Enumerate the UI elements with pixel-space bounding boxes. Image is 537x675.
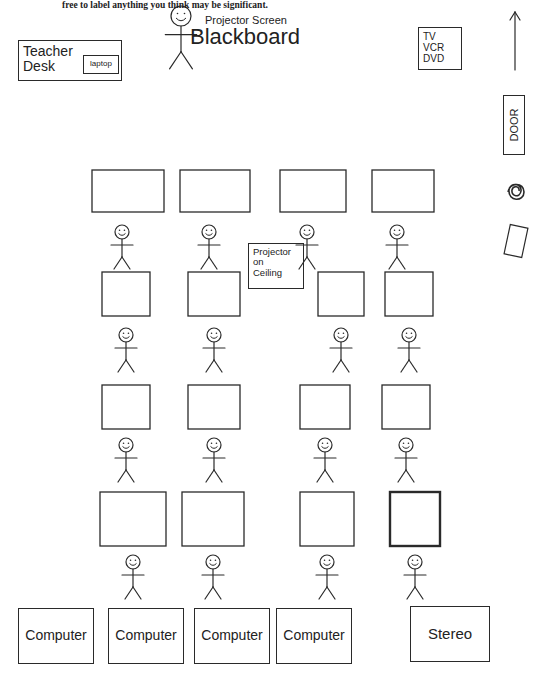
stick-figure <box>386 225 408 269</box>
stick-figure <box>314 438 336 482</box>
student-desk <box>102 272 150 316</box>
student-desk <box>390 492 440 546</box>
node-text: Teacher Desk <box>19 41 85 78</box>
stick-figure <box>203 328 225 372</box>
stick-figure <box>111 225 133 269</box>
student-desk <box>180 170 250 212</box>
pen-stroke <box>515 12 520 20</box>
node-text: Projector on Ceiling <box>249 244 299 281</box>
stick-figure <box>203 438 225 482</box>
node-text: TV VCR DVD <box>419 28 457 67</box>
node-text: Computer <box>21 625 90 646</box>
teacher-desk: Teacher Desklaptop <box>18 40 122 81</box>
stick-figure <box>115 328 137 372</box>
stick-figure <box>330 328 352 372</box>
student-desk <box>300 385 350 429</box>
stick-figure <box>198 225 220 269</box>
stick-figure <box>202 555 224 599</box>
node-text: Computer <box>111 625 180 646</box>
node-text: Computer <box>197 625 266 646</box>
stick-figure <box>296 225 318 269</box>
stick-figure <box>404 555 426 599</box>
student-desk <box>280 170 346 212</box>
stereo-box: Stereo <box>410 606 490 662</box>
printed-instruction: free to label anything you think may be … <box>62 0 268 10</box>
av-cart: TV VCR DVD <box>418 27 462 70</box>
node-text: laptop <box>86 57 116 72</box>
student-desk <box>100 492 166 546</box>
stick-figure <box>115 438 137 482</box>
computer-station: Computer <box>276 608 352 664</box>
door-box: DOOR <box>503 95 525 155</box>
ceiling-projector: Projector on Ceiling <box>248 243 304 289</box>
wall-unit <box>504 224 528 257</box>
scribble <box>508 184 524 199</box>
student-desk <box>382 385 430 429</box>
student-desk <box>182 492 244 546</box>
pen-stroke <box>514 12 515 70</box>
student-desk <box>385 272 433 316</box>
stick-figure <box>122 555 144 599</box>
student-desk <box>102 385 150 429</box>
student-desk <box>318 272 364 316</box>
stick-figure <box>316 555 338 599</box>
laptop-box: laptop <box>83 55 119 74</box>
stick-figure <box>398 328 420 372</box>
node-text: DOOR <box>508 109 520 142</box>
student-desk <box>188 385 240 429</box>
student-desk <box>300 492 354 546</box>
node-text: Computer <box>279 625 348 646</box>
computer-station: Computer <box>194 608 270 664</box>
computer-station: Computer <box>108 608 184 664</box>
student-desk <box>372 170 434 212</box>
student-desk <box>188 272 240 316</box>
stick-figure <box>395 438 417 482</box>
student-desk <box>92 170 164 212</box>
pen-stroke <box>510 12 515 20</box>
blackboard-label: Blackboard <box>190 25 300 49</box>
node-text: Stereo <box>424 623 476 646</box>
computer-station: Computer <box>18 608 94 664</box>
